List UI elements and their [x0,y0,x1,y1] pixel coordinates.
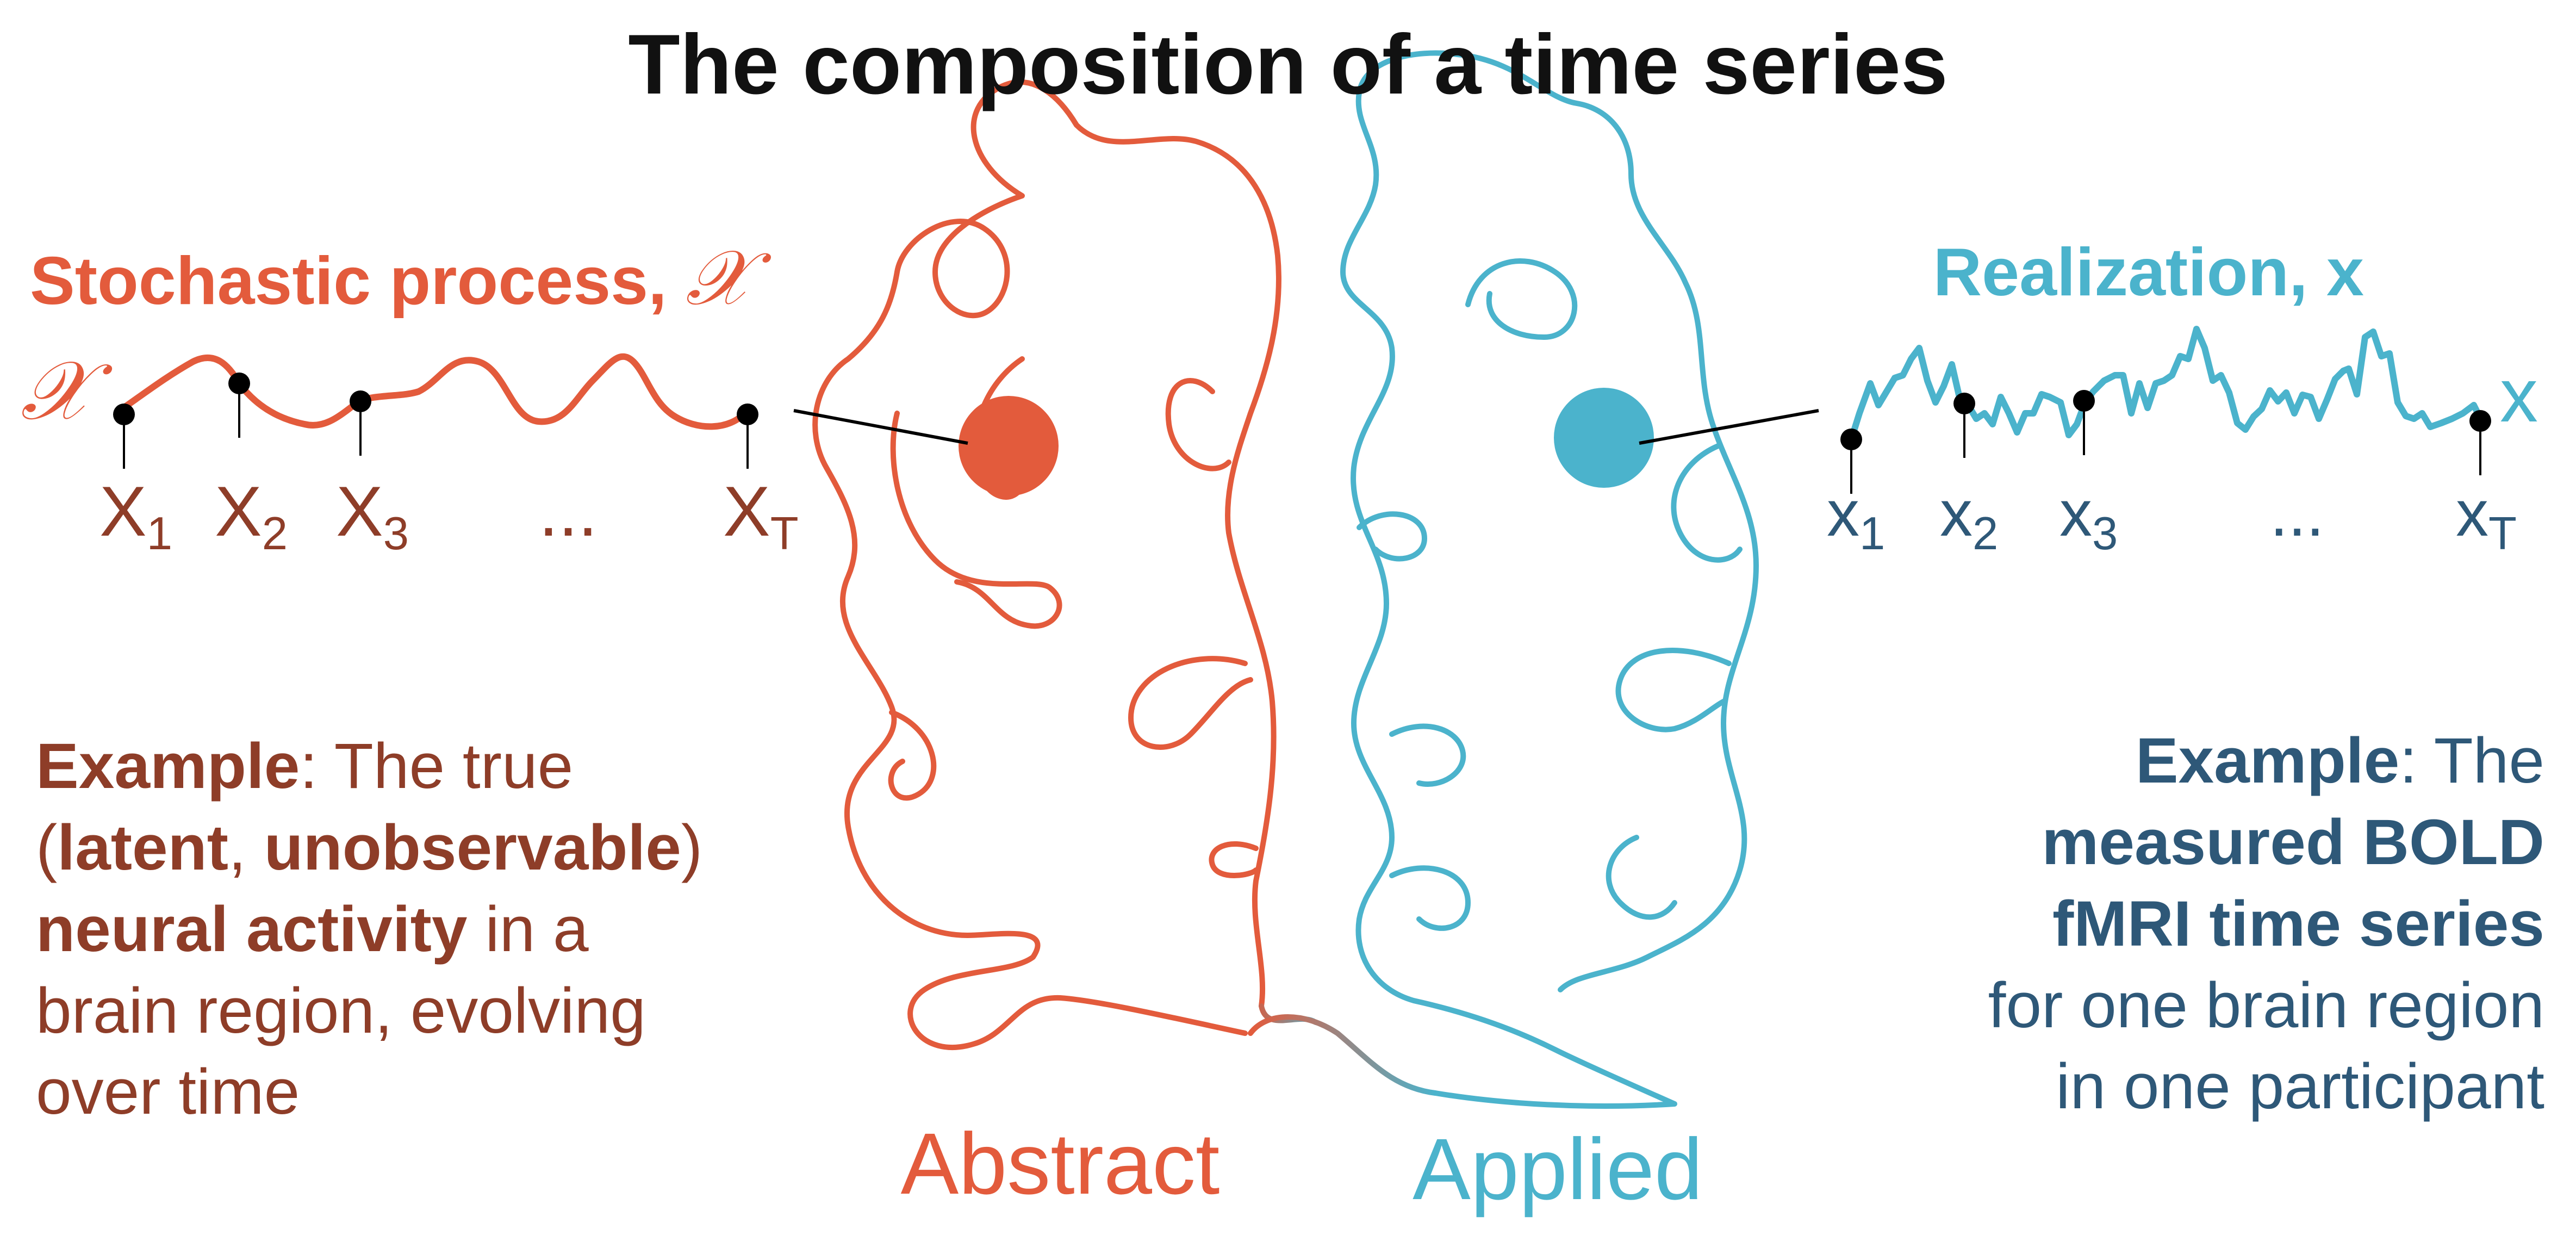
stochastic-sample-dot-2 [228,373,250,394]
applied-label: Applied [1413,1120,1703,1218]
abstract-label: Abstract [901,1115,1220,1212]
realization-curve [1848,326,2482,443]
brain-left-hemisphere [812,79,1281,1050]
realization-label-3: x3 [2059,477,2118,560]
abstract-dot [959,396,1059,496]
brain-left-fold-3 [1128,656,1253,750]
abstract-connector-line [793,409,968,445]
brain-left-fold-5 [1209,841,1259,878]
abstract-example-line-1: Example: The true [36,726,702,808]
left-series-symbol: 𝒳 [21,345,113,436]
brain-right-fold-2 [1357,511,1427,562]
applied-example-line-2: measured BOLD [1988,802,2544,884]
stochastic-sample-dot-5 [737,404,758,425]
abstract-example-line-3: neural activity in a [36,889,702,971]
realization-series: x x1 x2 x3... xT [1827,326,2538,560]
diagram-title: The composition of a time series [628,17,1948,112]
abstract-example-neural: neural activity [36,893,468,965]
abstract-example-line-3-text: in a [467,893,589,965]
brain-right-fold-5 [1389,723,1466,787]
realization-label-2: x2 [1940,477,1998,560]
stochastic-label-5: XT [723,471,799,560]
left-tick-group: X1 X2 X3... XT [99,373,799,560]
stochastic-process-heading: Stochastic process, 𝒳 [30,234,751,323]
applied-example-line-1: Example: The [1988,721,2544,802]
abstract-example-label: Example [36,730,300,802]
brain-left-fold-2 [1165,378,1231,471]
realization-sample-dot-3 [2073,390,2095,412]
applied-example-fmri: fMRI time series [2052,887,2544,960]
stochastic-process-series: 𝒳 X1 X2 X3... XT [21,345,799,560]
brain-right-fold-1 [1465,258,1578,340]
brain-bridge [1248,1014,1438,1096]
stochastic-label-4: ... [539,471,598,551]
abstract-example-comma: , [228,811,264,884]
stochastic-sample-dot-1 [113,404,135,425]
abstract-example-text: Example: The true (latent, unobservable)… [36,726,702,1133]
brain-right-outline [1340,50,1759,1109]
realization-sample-dot-1 [1840,429,1862,450]
realization-label-5: xT [2456,477,2517,560]
brain-right-fold-6 [1606,835,1677,920]
applied-connector-line [1639,409,1819,445]
applied-example-line-4: for one brain region [1988,969,2544,1041]
realization-heading: Realization, x [1933,235,2364,310]
abstract-example-unobservable: unobservable [264,811,681,884]
realization-sample-dot-2 [1953,393,1975,414]
brain-right-fold-4 [1615,648,1732,733]
abstract-example-line-5: over time [36,1056,300,1128]
stochastic-process-heading-text: Stochastic process, [30,244,667,319]
abstract-paren-open: ( [36,811,58,884]
brain-right-fold-3 [1671,443,1743,563]
stochastic-label-2: X2 [215,471,288,560]
applied-example-line-5: in one participant [2056,1051,2544,1123]
applied-example-measured-bold: measured BOLD [2042,806,2544,878]
applied-example-text: Example: The measured BOLD fMRI time ser… [1988,721,2544,1128]
brain-right-fold-7 [1389,865,1471,931]
abstract-paren-close: ) [681,811,703,884]
abstract-example-line-2: (latent, unobservable) [36,808,702,889]
applied-example-line-3: fMRI time series [1988,884,2544,965]
brain-left-fold-4 [888,710,937,801]
brain-left-fold-1 [890,411,1062,629]
right-series-symbol: x [2500,352,2538,438]
applied-example-label: Example [2135,725,2400,797]
realization-sample-dot-5 [2469,410,2491,432]
stochastic-process-curve [122,353,751,430]
abstract-example-latent: latent [57,811,229,884]
stochastic-sample-dot-3 [350,390,371,412]
abstract-example-line-1-text: : The true [300,730,574,802]
stochastic-process-heading-symbol: 𝒳 [686,234,751,322]
applied-dot [1554,388,1654,488]
brain-left-outline [812,79,1281,1050]
abstract-example-line-4: brain region, evolving [36,975,646,1047]
realization-label-4: ... [2270,477,2324,550]
applied-example-line-1-text: : The [2399,725,2544,797]
stochastic-label-3: X3 [336,471,409,560]
right-tick-group: x1 x2 x3... xT [1827,390,2517,560]
realization-label-1: x1 [1827,477,1885,560]
stochastic-label-1: X1 [99,471,172,560]
brain-right-hemisphere [1340,50,1759,1109]
